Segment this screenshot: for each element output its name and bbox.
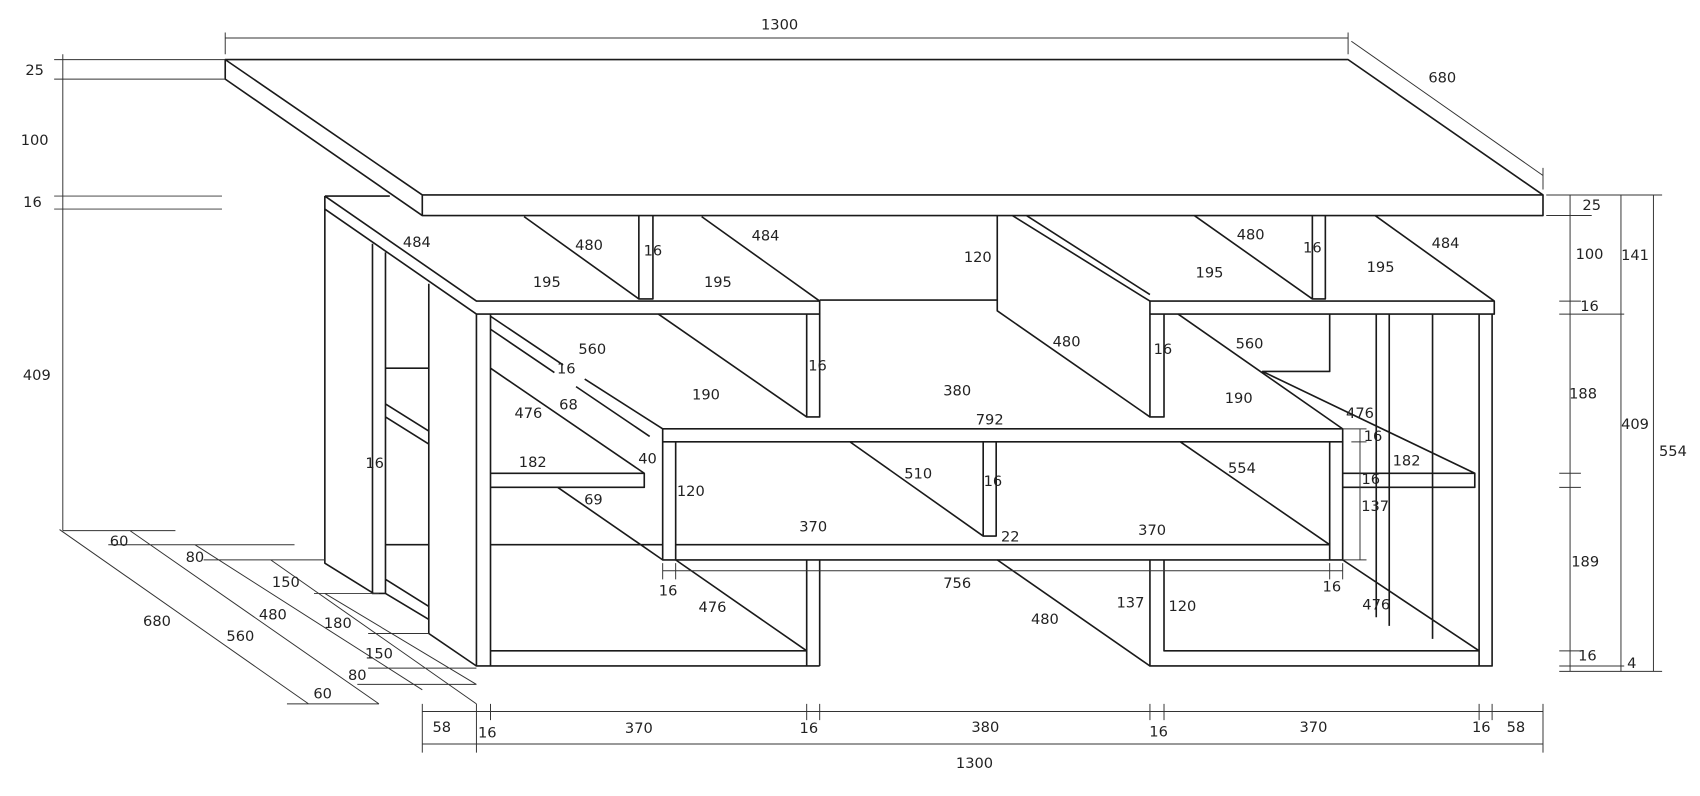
- dimension-label: 476: [514, 405, 542, 422]
- dimension-label: 150: [365, 645, 393, 662]
- dimension-label: 195: [704, 274, 732, 291]
- dimension-label: 16: [1323, 578, 1342, 595]
- dimension-label: 22: [1001, 528, 1020, 545]
- dimension-label: 480: [1031, 611, 1059, 628]
- dimension-label: 182: [1393, 453, 1421, 470]
- dimension-label: 792: [976, 412, 1004, 429]
- dimension-label: 195: [1196, 264, 1224, 281]
- dimension-label: 195: [533, 274, 561, 291]
- dimension-label: 16: [1364, 428, 1383, 445]
- dimension-label: 137: [1361, 498, 1389, 515]
- dimension-label: 182: [519, 454, 547, 471]
- dimension-label: 25: [1582, 197, 1601, 214]
- dimension-label: 16: [984, 473, 1003, 490]
- dimension-label: 370: [1299, 719, 1327, 736]
- dimension-label: 756: [943, 575, 971, 592]
- dimension-label: 480: [1053, 334, 1081, 351]
- dimension-label: 195: [1367, 259, 1395, 276]
- dimension-label: 137: [1117, 595, 1145, 612]
- dimension-label: 60: [110, 533, 129, 550]
- dimension-label: 4: [1627, 655, 1636, 672]
- dimension-label: 480: [1237, 226, 1265, 243]
- dimension-label: 25: [25, 62, 44, 79]
- dimension-label: 16: [659, 583, 678, 600]
- dimension-label: 16: [478, 724, 497, 741]
- right-cabinet: [1149, 214, 1496, 667]
- dimension-label: 484: [752, 227, 780, 244]
- dimension-label: 380: [971, 719, 999, 736]
- dimension-label: 554: [1228, 460, 1256, 477]
- dimension-label: 16: [1362, 471, 1381, 488]
- dimension-label: 80: [186, 549, 205, 566]
- dimension-label: 16: [1472, 719, 1491, 736]
- dimension-label: 16: [1154, 341, 1173, 358]
- dimension-label: 409: [23, 367, 51, 384]
- dimension-label: 680: [143, 613, 171, 630]
- dimension-label: 58: [432, 719, 451, 736]
- dimension-label: 1300: [956, 755, 993, 772]
- dimension-label: 484: [403, 234, 431, 251]
- left-cabinet: [324, 195, 821, 667]
- dimension-label: 480: [259, 606, 287, 623]
- dimension-label: 58: [1507, 719, 1526, 736]
- dimension-label: 370: [799, 519, 827, 536]
- dimension-label: 141: [1621, 247, 1649, 264]
- dimension-label: 16: [1303, 239, 1322, 256]
- dimension-label: 180: [324, 615, 352, 632]
- dimension-label: 560: [1236, 336, 1264, 353]
- dimension-label: 16: [365, 455, 384, 472]
- dimension-label: 476: [1346, 405, 1374, 422]
- dimension-label: 189: [1571, 553, 1599, 570]
- dimension-label: 560: [578, 341, 606, 358]
- dimension-label: 40: [638, 451, 657, 468]
- dimension-label: 680: [1428, 69, 1456, 86]
- tabletop: [224, 58, 1544, 217]
- dimension-label: 484: [1432, 235, 1460, 252]
- middle-box: [661, 214, 1344, 667]
- dimension-label: 80: [348, 667, 367, 684]
- dimension-label: 380: [943, 382, 971, 399]
- dimension-label: 190: [692, 387, 720, 404]
- dimension-label: 190: [1225, 390, 1253, 407]
- dimension-label: 120: [964, 249, 992, 266]
- dimension-label: 560: [226, 628, 254, 645]
- dimension-label: 69: [584, 492, 603, 509]
- dimension-label: 510: [904, 466, 932, 483]
- dimension-label: 120: [1168, 598, 1196, 615]
- dimension-label: 409: [1621, 416, 1649, 433]
- dimension-label: 554: [1659, 443, 1687, 460]
- dimension-label: 100: [1576, 246, 1604, 263]
- dimension-label: 150: [272, 574, 300, 591]
- dimension-label: 100: [21, 132, 49, 149]
- dimension-label: 16: [23, 194, 42, 211]
- dimension-label: 16: [1149, 723, 1168, 740]
- dimension-lines: [54, 32, 1663, 753]
- dimension-label: 188: [1569, 386, 1597, 403]
- dimension-label: 16: [1580, 298, 1599, 315]
- dimension-label: 16: [644, 243, 663, 260]
- dimension-label: 370: [625, 720, 653, 737]
- dimension-label: 60: [313, 685, 332, 702]
- dimension-label: 120: [677, 483, 705, 500]
- dimension-label: 16: [557, 361, 576, 378]
- dimension-label: 370: [1138, 522, 1166, 539]
- dimension-label: 16: [1578, 648, 1597, 665]
- dimension-label: 16: [800, 720, 819, 737]
- dimension-label: 476: [699, 599, 727, 616]
- dimension-label: 480: [575, 237, 603, 254]
- dimension-label: 68: [559, 396, 578, 413]
- dimension-label: 1300: [761, 16, 798, 33]
- dimension-label: 476: [1362, 597, 1390, 614]
- dimension-label: 16: [808, 357, 827, 374]
